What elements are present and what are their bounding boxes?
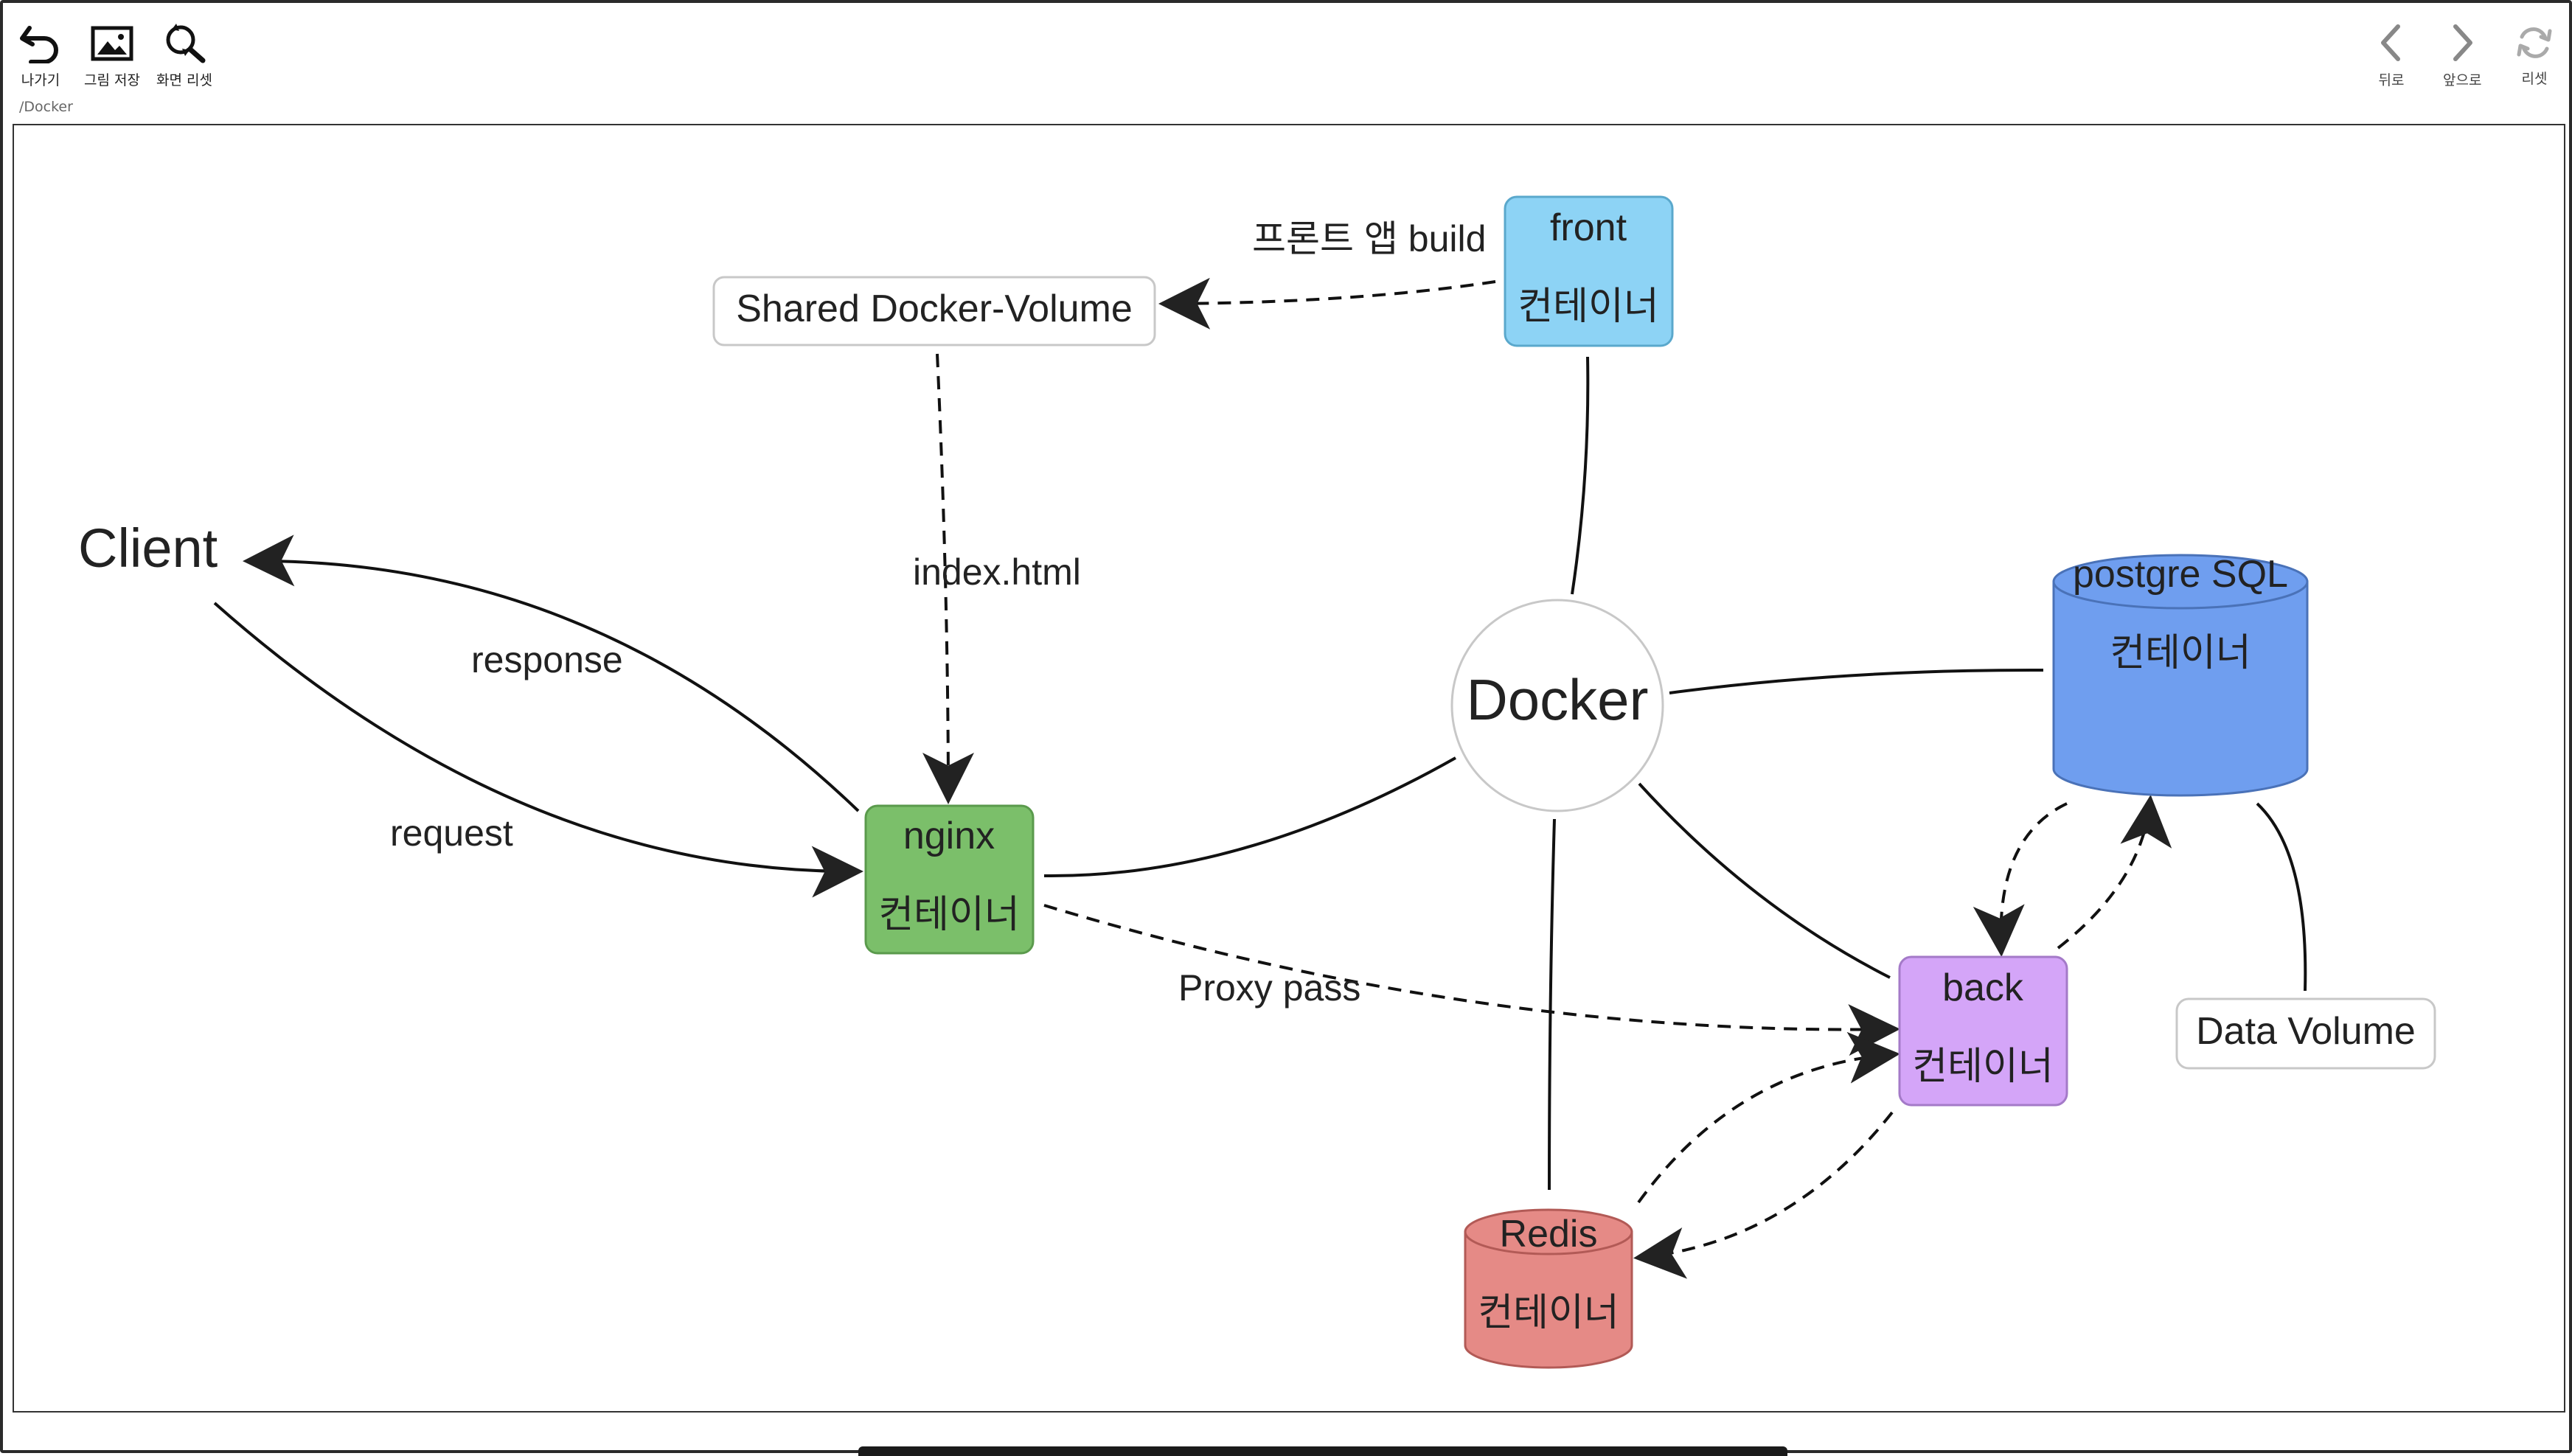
docker-back-edge [1638, 782, 1891, 979]
diagram-canvas[interactable]: 프론트 앱 build index.html response request … [13, 124, 2565, 1413]
back-button[interactable]: 뒤로 [2373, 22, 2410, 89]
response-label: response [471, 639, 623, 680]
back-container-node[interactable]: back 컨테이너 [1898, 955, 2068, 1107]
save-image-button[interactable]: 그림 저장 [84, 25, 140, 89]
proxy-pass-label: Proxy pass [1178, 967, 1360, 1009]
redis-back-edge [1637, 1031, 1900, 1204]
postgres-subtitle: 컨테이너 [2110, 632, 2250, 675]
request-edge [213, 602, 863, 898]
shared-volume-node[interactable]: Shared Docker-Volume [712, 276, 1156, 346]
refresh-icon [2517, 27, 2552, 58]
reset-label: 리셋 [2521, 71, 2548, 87]
front-container-node[interactable]: front 컨테이너 [1504, 195, 1674, 347]
exit-button[interactable]: 나가기 [19, 22, 62, 89]
docker-hub-node[interactable]: Docker [1450, 599, 1664, 812]
docker-label: Docker [1466, 667, 1648, 732]
reset-button[interactable]: 리셋 [2514, 24, 2554, 88]
reset-view-label: 화면 리셋 [156, 72, 212, 88]
docker-postgres-edge [1669, 668, 2044, 694]
reset-view-button[interactable]: 화면 리셋 [156, 21, 212, 89]
front-build-label: 프론트 앱 build [1252, 218, 1486, 259]
redis-title: Redis [1500, 1213, 1598, 1255]
back-title: back [1942, 966, 2024, 1009]
undo-arrow-icon [20, 26, 58, 63]
redis-container-node[interactable]: Redis 컨테이너 [1464, 1208, 1633, 1369]
proxy-pass-edge [1043, 904, 1900, 1056]
save-image-label: 그림 저장 [84, 72, 140, 88]
data-volume-label: Data Volume [2196, 1010, 2416, 1053]
image-icon [91, 26, 133, 61]
forward-label: 앞으로 [2443, 72, 2482, 88]
chevron-left-icon [2381, 24, 2400, 61]
zoom-refresh-icon [166, 24, 206, 63]
back-label: 뒤로 [2378, 72, 2405, 88]
docker-nginx-edge [1043, 756, 1456, 878]
nginx-container-node[interactable]: nginx 컨테이너 [864, 804, 1035, 955]
back-postgres-edge [2057, 795, 2172, 950]
breadcrumb: /Docker [19, 99, 73, 115]
postgres-title: postgre SQL [2073, 553, 2288, 596]
front-title: front [1550, 206, 1627, 249]
back-subtitle: 컨테이너 [1912, 1045, 2053, 1088]
forward-button[interactable]: 앞으로 [2443, 22, 2481, 89]
index-html-label: index.html [913, 551, 1081, 593]
redis-subtitle: 컨테이너 [1478, 1292, 1619, 1334]
postgres-back-edge [1973, 802, 2068, 957]
postgres-container-node[interactable]: postgre SQL 컨테이너 [2052, 553, 2309, 797]
docker-front-edge [1571, 356, 1590, 595]
exit-label: 나가기 [21, 72, 60, 88]
front-subtitle: 컨테이너 [1518, 285, 1658, 328]
shared-volume-label: Shared Docker-Volume [736, 288, 1133, 330]
nginx-subtitle: 컨테이너 [878, 894, 1019, 936]
data-volume-node[interactable]: Data Volume [2175, 997, 2436, 1070]
index-html-edge [922, 353, 974, 804]
back-redis-edge [1633, 1111, 1894, 1279]
client-node[interactable]: Client [78, 518, 218, 579]
window-bottom-handle [858, 1446, 1787, 1456]
chevron-right-icon [2453, 24, 2473, 61]
front-build-edge [1158, 277, 1496, 330]
docker-redis-edge [1548, 818, 1556, 1191]
postgres-datavolume-edge [2256, 802, 2307, 992]
nginx-title: nginx [903, 815, 995, 857]
architecture-diagram[interactable]: 프론트 앱 build index.html response request … [14, 125, 2564, 1411]
response-edge [243, 534, 860, 812]
request-label: request [390, 812, 513, 854]
